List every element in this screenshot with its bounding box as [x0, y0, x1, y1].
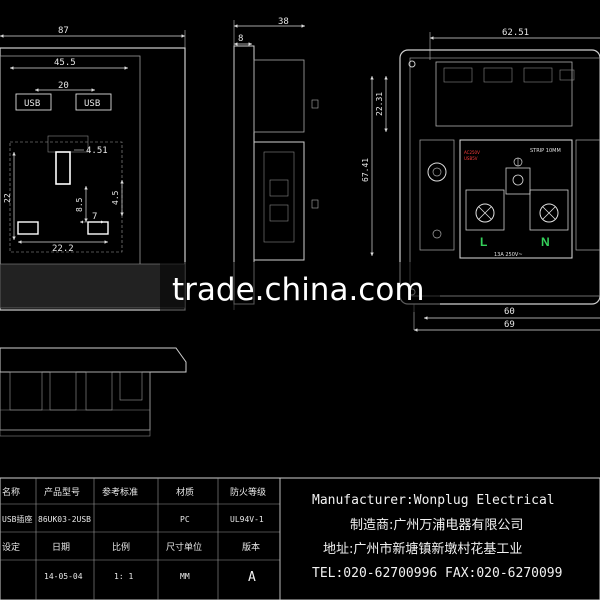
contact-phone-fax: TEL:020-62700996 FAX:020-6270099: [312, 566, 562, 581]
dim-pin-gap: 7: [92, 212, 97, 222]
front-view: 87 45.5 20 USB USB 4.51 22 8.5 4.5 7 22.…: [0, 26, 186, 311]
cell-model: 86UK03-2USB: [38, 515, 91, 524]
dim-usb-span: 45.5: [54, 58, 76, 68]
cell-unit: MM: [180, 572, 190, 581]
dim-rear-top-offset: 22.31: [375, 92, 384, 116]
usb-port-right: USB: [84, 99, 100, 109]
dim-rear-height: 67.41: [361, 158, 370, 182]
header-unit: 尺寸单位: [166, 541, 202, 553]
header-material: 材质: [176, 486, 194, 498]
cell-date: 14-05-04: [44, 572, 83, 581]
dim-front-width: 87: [58, 26, 69, 36]
dim-pin-span: 22.2: [52, 244, 74, 254]
bottom-view: [0, 347, 187, 437]
neutral-terminal-label: N: [541, 235, 550, 249]
dim-usb-gap: 20: [58, 81, 69, 91]
warning-label-2: USB5V: [464, 156, 478, 161]
cell-scale: 1: 1: [114, 572, 133, 581]
watermark: trade.china.com: [160, 262, 440, 312]
manufacturer-cn: 制造商:广州万浦电器有限公司: [350, 518, 523, 533]
dim-rear-inner-width: 60: [504, 307, 515, 317]
dim-pin-height: 22: [3, 193, 12, 203]
side-view: 38 8: [233, 17, 319, 310]
live-terminal-label: L: [480, 235, 487, 249]
usb-port-left: USB: [24, 99, 40, 109]
header-model: 产品型号: [44, 486, 80, 498]
dim-rear-width: 62.51: [502, 28, 529, 38]
strip-label: STRIP 10MM: [530, 148, 561, 154]
warning-label-1: AC250V: [464, 150, 480, 155]
header-name: 名称: [2, 486, 20, 498]
title-block: 名称 产品型号 参考标准 材质 防火等级 USB插座 86UK03-2USB P…: [0, 477, 600, 600]
header-designer: 设定: [2, 541, 20, 553]
manufacturer-en: Manufacturer:Wonplug Electrical: [312, 493, 555, 508]
dim-side-depth: 38: [278, 17, 289, 27]
watermark-text: trade.china.com: [172, 272, 425, 308]
header-scale: 比例: [112, 541, 130, 553]
screw-live-icon: [475, 203, 495, 223]
header-date: 日期: [52, 542, 70, 553]
dim-side-plate: 8: [238, 34, 243, 44]
address-cn: 地址:广州市新塘镇新墩村花基工业: [323, 541, 522, 557]
cell-material: PC: [180, 515, 190, 524]
dim-pin-offset-2: 4.5: [111, 190, 120, 205]
rating-label: 13A 250V~: [494, 252, 523, 258]
dim-pin-width: 4.51: [86, 146, 108, 156]
dim-rear-outer-width: 69: [504, 320, 515, 330]
header-fire-rating: 防火等级: [230, 486, 266, 498]
header-version: 版本: [242, 541, 260, 553]
screw-earth-icon: [512, 174, 524, 186]
cell-fire-rating: UL94V-1: [230, 515, 264, 524]
rear-view: 62.51 22.31 67.41 AC250V USB5V STRIP 10M…: [361, 28, 600, 332]
dim-pin-offset: 8.5: [75, 197, 84, 212]
cell-version: A: [248, 570, 256, 585]
header-standard: 参考标准: [102, 486, 138, 498]
cell-name: USB插座: [2, 514, 32, 524]
screw-neutral-icon: [539, 203, 559, 223]
